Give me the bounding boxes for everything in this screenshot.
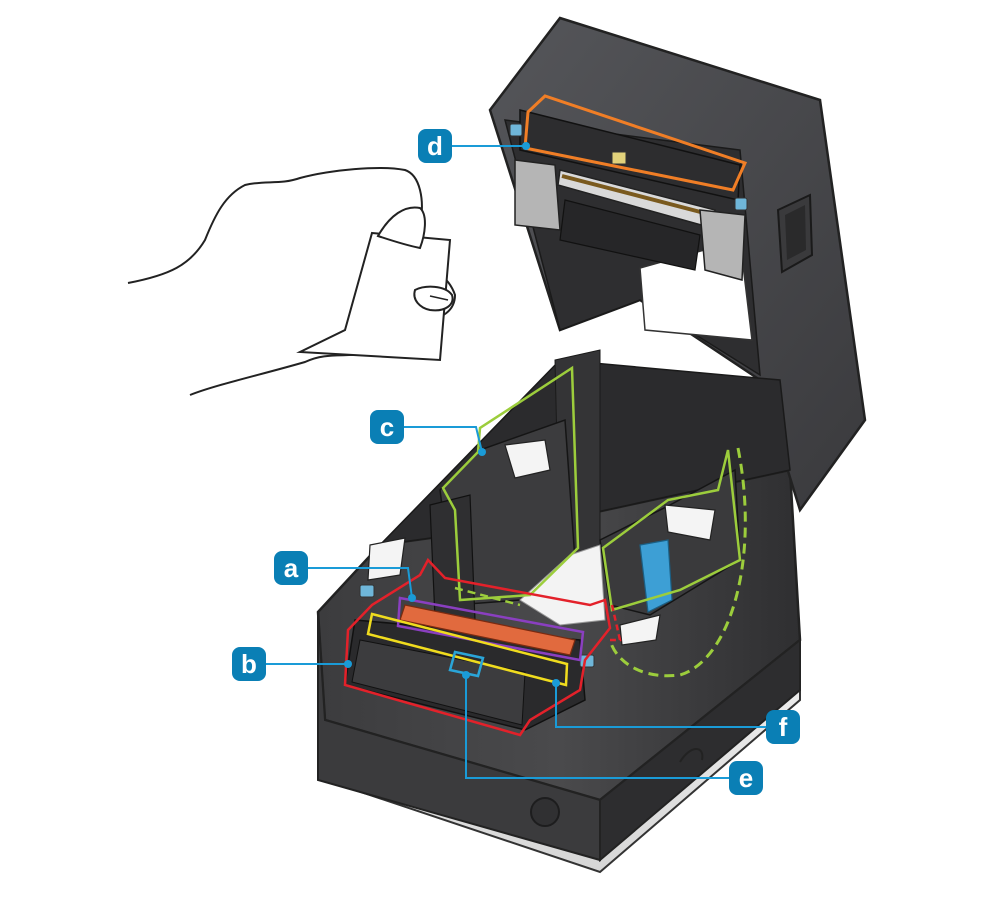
area-b-tear-bar-outline xyxy=(343,557,612,737)
callout-a-label: a xyxy=(284,553,299,583)
callout-b[interactable]: b xyxy=(232,647,266,681)
area-d-print-head-outline xyxy=(523,94,748,192)
callout-f-label: f xyxy=(779,712,788,742)
power-button[interactable] xyxy=(530,797,560,827)
callout-a[interactable]: a xyxy=(274,551,308,585)
callout-f[interactable]: f xyxy=(766,710,800,744)
callout-b-label: b xyxy=(241,649,257,679)
print-head-assembly xyxy=(509,109,748,281)
leader-e xyxy=(465,675,731,779)
area-c-paper-guide-dashed-left xyxy=(454,586,521,607)
leader-c xyxy=(402,426,483,453)
area-c-paper-guide-dashed xyxy=(608,447,747,678)
hand-with-cleaning-cloth xyxy=(127,166,457,396)
callout-e-label: e xyxy=(739,763,753,793)
area-c-paper-guide-outline-left xyxy=(441,365,580,602)
callout-c-label: c xyxy=(380,412,394,442)
paper-compartment xyxy=(344,349,791,731)
callout-e[interactable]: e xyxy=(729,761,763,795)
leader-a xyxy=(306,567,413,599)
callout-d-label: d xyxy=(427,131,443,161)
cleaning-cloth xyxy=(296,231,452,362)
callout-c[interactable]: c xyxy=(370,410,404,444)
area-f-sensor-outline xyxy=(366,612,569,687)
area-c-paper-guide-outline-right xyxy=(601,449,742,612)
area-a-platen-roller-outline xyxy=(396,596,585,662)
callout-d[interactable]: d xyxy=(418,129,452,163)
leader-f xyxy=(555,683,768,728)
leader-dots xyxy=(344,142,560,687)
area-e-sensor-window-outline xyxy=(448,650,485,678)
area-b-tear-bar-dashed xyxy=(610,604,622,642)
leader-lines xyxy=(264,145,768,779)
